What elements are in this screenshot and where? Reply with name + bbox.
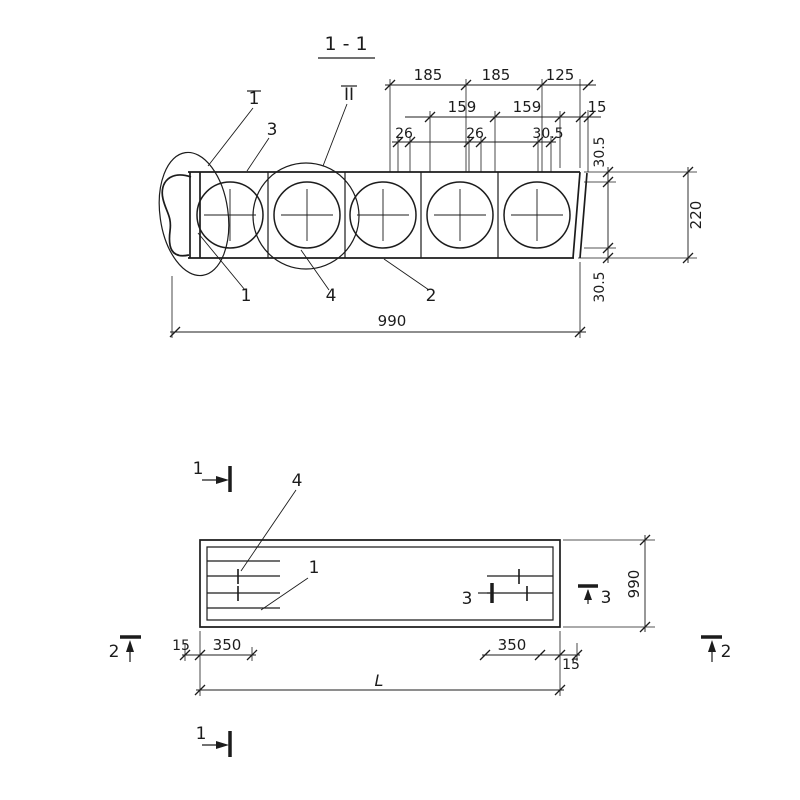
plan-dim-350-right: 350 xyxy=(498,636,527,654)
section-view: 1 - 1 1 3 II 1 xyxy=(158,33,705,338)
detail-oval-1 xyxy=(158,151,230,277)
dim-30-5-h: 30.5 xyxy=(532,126,563,142)
plan-dim-990: 990 xyxy=(625,570,643,599)
plan-view: 4 1 1 1 2 2 xyxy=(109,459,732,757)
core-webs xyxy=(267,172,499,258)
dim-185-a: 185 xyxy=(414,66,443,84)
detail-circle-II xyxy=(252,162,360,270)
dim-26-b: 26 xyxy=(466,126,484,142)
section-mark-1-bottom: 1 xyxy=(196,724,232,757)
callout-loop-1: 1 xyxy=(241,286,252,306)
hollow-core-circle xyxy=(273,181,341,249)
plan-outline xyxy=(199,539,561,628)
section-mark-3-right: 3 xyxy=(578,584,612,608)
section-mark-3-left: 3 xyxy=(462,583,494,609)
section-mark-3-right-label: 3 xyxy=(601,588,612,608)
section-mark-2-right: 2 xyxy=(701,635,732,662)
section-mark-3-left-label: 3 xyxy=(462,589,473,609)
section-arrow-up-icon xyxy=(584,589,592,600)
dim-125: 125 xyxy=(546,66,575,84)
slab-outline xyxy=(188,171,588,259)
section-mark-2-right-label: 2 xyxy=(721,642,732,662)
section-arrow-right-icon xyxy=(216,741,229,749)
plan-tick-marks xyxy=(179,534,651,696)
dimension-lines xyxy=(170,84,689,333)
section-mark-1-bottom-label: 1 xyxy=(196,724,207,744)
dim-30-5-bottom: 30.5 xyxy=(592,271,608,302)
dim-26-a: 26 xyxy=(395,126,413,142)
section-mark-1-top-label: 1 xyxy=(193,459,204,479)
plan-dim-length-L: L xyxy=(375,671,384,690)
section-title: 1 - 1 xyxy=(324,33,367,55)
hollow-core-circle xyxy=(349,181,417,249)
plan-inner-outline xyxy=(206,546,554,621)
tick-marks xyxy=(169,79,694,338)
hollow-core-circle xyxy=(426,181,494,249)
plan-leader-lines xyxy=(240,489,309,611)
lifting-loop xyxy=(161,174,192,257)
callout-slab-2: 2 xyxy=(426,286,437,306)
plan-dim-350-left: 350 xyxy=(213,636,242,654)
section-arrow-up-icon xyxy=(708,640,716,652)
section-arrow-up-icon xyxy=(126,640,134,652)
plan-dim-15-right: 15 xyxy=(562,657,580,673)
section-arrow-right-icon xyxy=(216,476,229,484)
callout-surface-3: 3 xyxy=(267,120,278,140)
extension-lines xyxy=(171,79,697,338)
dim-220: 220 xyxy=(687,201,705,230)
dim-30-5-top: 30.5 xyxy=(592,136,608,167)
plan-callout-4: 4 xyxy=(292,471,303,491)
section-mark-2-left-label: 2 xyxy=(109,642,120,662)
dim-159-b: 159 xyxy=(513,98,542,116)
dim-185-b: 185 xyxy=(482,66,511,84)
section-mark-2-left: 2 xyxy=(109,635,141,662)
plan-callout-1: 1 xyxy=(309,558,320,578)
hollow-cores xyxy=(196,181,571,249)
hollow-core-circle xyxy=(196,181,264,249)
strand-lines xyxy=(207,560,553,609)
plan-dimension-lines xyxy=(182,535,646,691)
dim-159-a: 159 xyxy=(448,98,477,116)
hollow-core-circle xyxy=(503,181,571,249)
section-mark-1-top: 1 xyxy=(193,459,232,492)
core-crosshairs xyxy=(204,189,563,241)
dim-990-width: 990 xyxy=(378,312,407,330)
callout-detail-II: II xyxy=(344,85,354,105)
plan-dim-15-left: 15 xyxy=(172,638,190,654)
callout-core-4: 4 xyxy=(326,286,337,306)
plan-extension-lines xyxy=(184,539,655,696)
leader-lines xyxy=(197,103,430,291)
strand-anchor-ticks xyxy=(237,569,528,601)
callout-detail-1: 1 xyxy=(249,89,260,109)
dim-15-right: 15 xyxy=(587,98,606,116)
